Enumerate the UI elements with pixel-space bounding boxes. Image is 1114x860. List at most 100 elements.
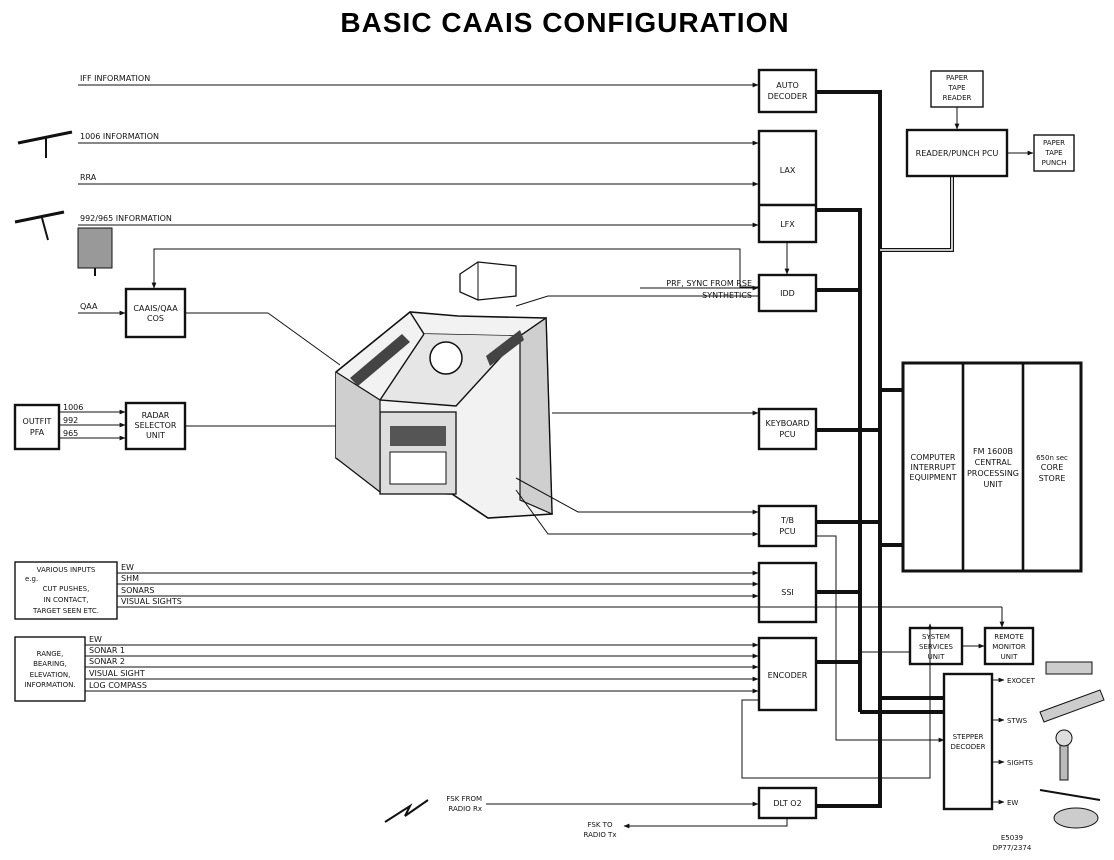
svg-text:COS: COS xyxy=(147,314,164,323)
iff-line: IFF INFORMATION xyxy=(78,74,759,88)
info-992-line: 992/965 INFORMATION xyxy=(78,214,759,228)
antenna-1006-icon xyxy=(17,130,73,158)
radar-select-lines: 1006 992 965 xyxy=(59,403,126,441)
svg-text:VARIOUS INPUTS: VARIOUS INPUTS xyxy=(37,566,96,574)
stepper-output-lines: EXOCET STWS SIGHTS EW xyxy=(992,677,1036,807)
svg-text:IDD: IDD xyxy=(780,289,795,298)
caais-qaa-cos-box: CAAIS/QAA COS xyxy=(124,287,187,339)
fsk-to-radio: FSK TO RADIO Tx xyxy=(584,818,788,839)
svg-text:UNIT: UNIT xyxy=(146,431,165,440)
range-bearing-box: RANGE, BEARING, ELEVATION, INFORMATION. xyxy=(14,636,86,702)
svg-text:SYSTEM: SYSTEM xyxy=(922,633,950,641)
svg-text:UNIT: UNIT xyxy=(1001,653,1018,661)
paper-tape-punch-box: PAPER TAPE PUNCH xyxy=(1033,134,1075,172)
stepper-decoder-box: STEPPER DECODER xyxy=(942,672,994,811)
svg-text:CENTRAL: CENTRAL xyxy=(975,458,1012,467)
svg-text:992/965 INFORMATION: 992/965 INFORMATION xyxy=(80,214,172,223)
svg-text:STWS: STWS xyxy=(1007,717,1028,725)
svg-text:TARGET SEEN ETC.: TARGET SEEN ETC. xyxy=(32,607,99,615)
svg-text:BEARING,: BEARING, xyxy=(33,660,67,668)
svg-text:DLT O2: DLT O2 xyxy=(773,799,801,808)
drawing-reference: E5039 DP77/2374 xyxy=(993,834,1032,852)
svg-text:VISUAL SIGHTS: VISUAL SIGHTS xyxy=(121,597,182,606)
svg-text:EW: EW xyxy=(1007,799,1018,807)
svg-text:SONAR 2: SONAR 2 xyxy=(89,657,125,666)
svg-text:INTERRUPT: INTERRUPT xyxy=(911,463,956,472)
outfit-pfa-box: OUTFIT PFA xyxy=(13,403,61,451)
svg-text:965: 965 xyxy=(63,429,78,438)
svg-text:RADAR: RADAR xyxy=(142,411,170,420)
svg-text:FM 1600B: FM 1600B xyxy=(973,447,1013,456)
svg-text:PRF, SYNC FROM RSE: PRF, SYNC FROM RSE xyxy=(666,279,752,288)
ssi-box: SSI xyxy=(757,561,818,624)
svg-text:DP77/2374: DP77/2374 xyxy=(993,844,1032,852)
svg-text:RRA: RRA xyxy=(80,173,97,182)
svg-text:RANGE,: RANGE, xyxy=(37,650,64,658)
svg-text:STORE: STORE xyxy=(1039,474,1066,483)
svg-text:PFA: PFA xyxy=(30,428,45,437)
system-services-box: SYSTEM SERVICES UNIT xyxy=(908,626,964,666)
lax-box: LAX xyxy=(757,129,818,244)
svg-text:SHM: SHM xyxy=(121,574,139,583)
svg-text:650n sec: 650n sec xyxy=(1036,454,1068,462)
info-1006-line: 1006 INFORMATION xyxy=(78,132,759,146)
keyboard-pcu-box: KEYBOARD PCU xyxy=(757,407,818,451)
svg-text:EQUIPMENT: EQUIPMENT xyxy=(909,473,956,482)
svg-text:COMPUTER: COMPUTER xyxy=(911,453,956,462)
svg-text:REMOTE: REMOTE xyxy=(994,633,1024,641)
display-console-illustration xyxy=(335,261,553,519)
rra-line: RRA xyxy=(78,173,759,187)
dlt-box: DLT O2 xyxy=(757,786,818,820)
radar-selector-box: RADAR SELECTOR UNIT xyxy=(124,401,187,451)
auto-decoder-box: AUTO DECODER xyxy=(757,68,818,114)
tb-pcu-box: T/B PCU xyxy=(757,504,818,548)
svg-text:OUTFIT: OUTFIT xyxy=(23,417,52,426)
svg-text:MONITOR: MONITOR xyxy=(992,643,1026,651)
svg-text:e.g.: e.g. xyxy=(25,575,38,583)
svg-text:FSK TO: FSK TO xyxy=(588,821,613,829)
core-store: 650n sec CORE STORE xyxy=(1036,454,1068,483)
paper-tape-reader-box: PAPER TAPE READER xyxy=(930,70,984,108)
svg-text:SELECTOR: SELECTOR xyxy=(135,421,177,430)
remote-monitor-box: REMOTE MONITOR UNIT xyxy=(983,626,1035,666)
page-title: BASIC CAAIS CONFIGURATION xyxy=(340,7,789,38)
svg-text:RADIO Tx: RADIO Tx xyxy=(584,831,617,839)
svg-text:SIGHTS: SIGHTS xyxy=(1007,759,1033,767)
svg-text:UNIT: UNIT xyxy=(928,653,945,661)
svg-text:SONARS: SONARS xyxy=(121,586,154,595)
fsk-from-radio: FSK FROM RADIO Rx xyxy=(384,795,759,823)
encoder-box: ENCODER xyxy=(757,636,818,712)
ssi-input-lines: EW SHM SONARS VISUAL SIGHTS xyxy=(117,563,1002,608)
svg-text:STEPPER: STEPPER xyxy=(953,733,984,741)
svg-text:1006 INFORMATION: 1006 INFORMATION xyxy=(80,132,159,141)
svg-text:EW: EW xyxy=(89,635,102,644)
svg-text:PCU: PCU xyxy=(779,430,795,439)
svg-text:SONAR 1: SONAR 1 xyxy=(89,646,125,655)
svg-text:QAA: QAA xyxy=(80,302,98,311)
svg-text:CUT PUSHES,: CUT PUSHES, xyxy=(43,585,90,593)
computer-interrupt-equipment: COMPUTER INTERRUPT EQUIPMENT xyxy=(909,453,956,482)
antenna-992-icon xyxy=(14,210,113,276)
various-inputs-box: VARIOUS INPUTS e.g. CUT PUSHES, IN CONTA… xyxy=(14,561,118,620)
svg-text:992: 992 xyxy=(63,416,78,425)
prf-sync-line: PRF, SYNC FROM RSE SYNTHETICS xyxy=(640,279,759,300)
computer-block xyxy=(901,361,1083,573)
svg-text:VISUAL SIGHT: VISUAL SIGHT xyxy=(89,669,145,678)
svg-text:ENCODER: ENCODER xyxy=(768,671,808,680)
reader-punch-pcu-box: READER/PUNCH PCU xyxy=(905,128,1009,178)
svg-text:READER: READER xyxy=(943,94,972,102)
svg-text:T/B: T/B xyxy=(780,516,794,525)
svg-text:PCU: PCU xyxy=(779,527,795,536)
svg-text:PUNCH: PUNCH xyxy=(1042,159,1067,167)
idd-box: IDD xyxy=(757,273,818,313)
svg-text:CAAIS/QAA: CAAIS/QAA xyxy=(133,304,178,313)
svg-text:DECODER: DECODER xyxy=(768,92,808,101)
svg-text:IFF INFORMATION: IFF INFORMATION xyxy=(80,74,150,83)
svg-text:DECODER: DECODER xyxy=(951,743,986,751)
svg-text:EW: EW xyxy=(121,563,134,572)
svg-text:AUTO: AUTO xyxy=(776,81,799,90)
svg-text:READER/PUNCH PCU: READER/PUNCH PCU xyxy=(916,149,999,158)
svg-text:PAPER: PAPER xyxy=(946,74,968,82)
svg-text:EXOCET: EXOCET xyxy=(1007,677,1036,685)
